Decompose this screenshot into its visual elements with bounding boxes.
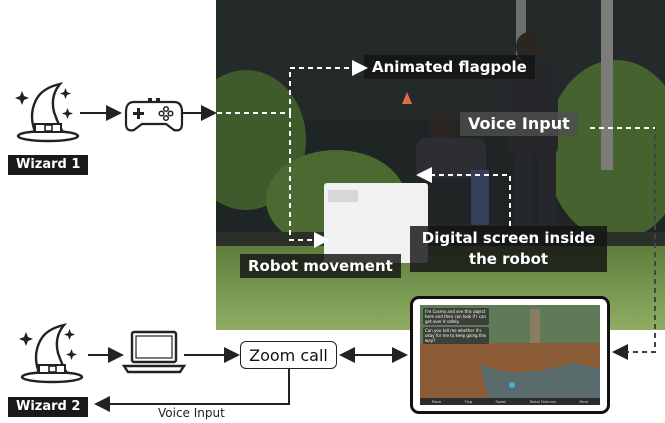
arrow-to-robot [289,113,330,248]
digital-screen-label-line2: the robot [468,250,549,268]
wizard-hat-icon-1 [15,82,80,143]
tablet-chat-bubble-2: Can you tell me whether it's okay for me… [423,327,489,344]
animated-flagpole-label: Animated flagpole [364,55,535,79]
arrow-screen-to-robot [416,167,511,226]
tablet-toolbar-item[interactable]: Flag [464,399,472,404]
tablet-chat-bubble-1: I'm Cosmo and see this object here and t… [423,308,489,325]
tablet-chat: I'm Cosmo and see this object here and t… [423,308,489,346]
tablet-toolbar-item[interactable]: Robot Features [529,399,557,404]
scene-illustration [216,0,665,330]
voice-input-small-label: Voice Input [158,406,225,420]
digital-screen-label: Digital screen inside the robot [410,226,607,272]
tablet-screen: I'm Cosmo and see this object here and t… [420,305,600,405]
voice-input-overlay-label: Voice Input [460,112,578,136]
wizard-hat-icon-2 [19,323,84,384]
robot-movement-label: Robot movement [240,254,401,278]
tablet-icon: I'm Cosmo and see this object here and t… [410,296,610,414]
tablet-toolbar-item[interactable]: Speak [495,399,507,404]
arrow-to-flagpole [289,60,368,113]
laptop-icon [121,330,187,374]
tablet-toolbar: Move Flag Speak Robot Features More [420,398,600,405]
zoom-call-box: Zoom call [240,341,337,369]
wizard2-tag: Wizard 2 [8,397,89,417]
wizard1-tag: Wizard 1 [8,155,89,175]
arrow-voice-to-tablet [590,127,656,360]
tablet-toolbar-item[interactable]: More [579,399,589,404]
gamepad-icon [124,98,184,132]
digital-screen-label-line1: Digital screen inside [421,229,596,247]
arrow-zoom-wizard2 [94,369,290,412]
scene-photo [216,0,665,330]
tablet-toolbar-item[interactable]: Move [431,399,442,404]
